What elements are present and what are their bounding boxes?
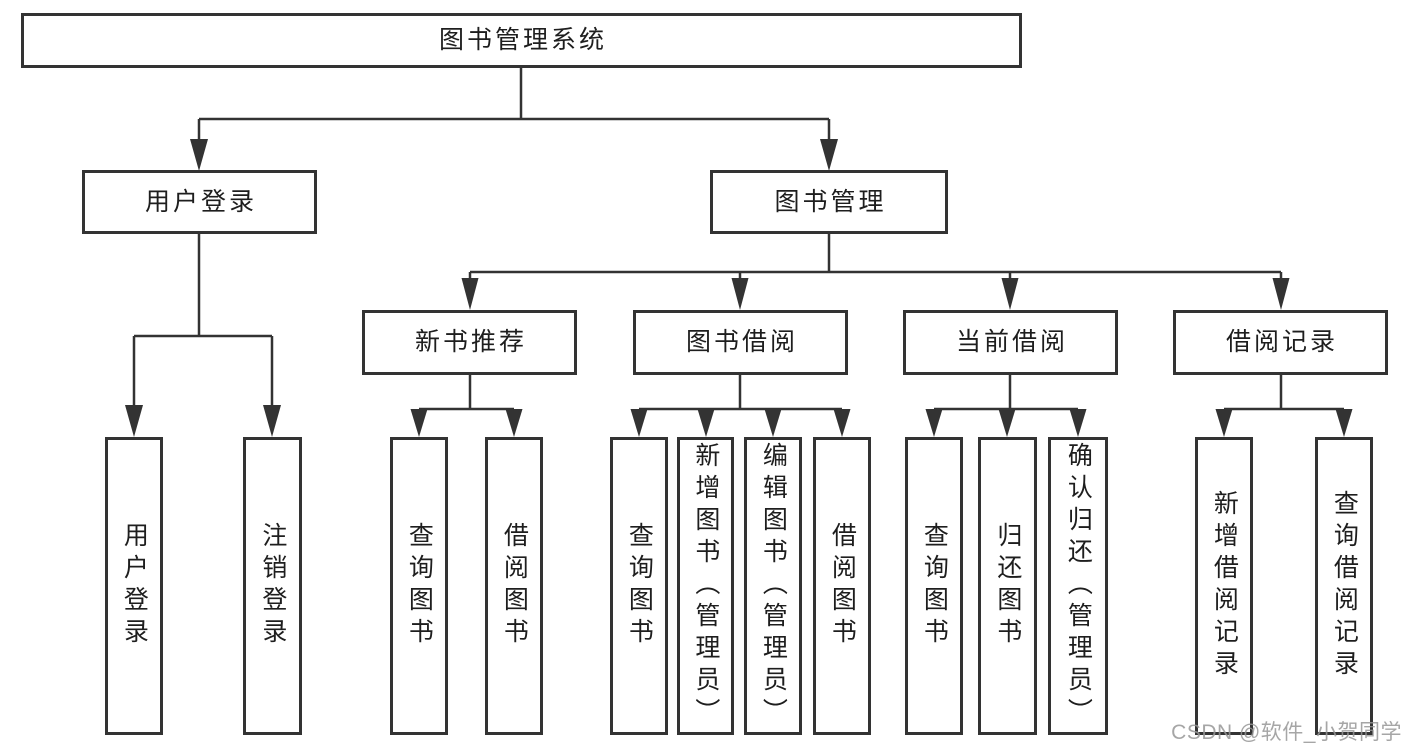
leaf-borrow-books-recommend: 借阅图书 <box>485 437 543 735</box>
node-root: 图书管理系统 <box>21 13 1022 68</box>
leaf-query-books-borrow: 查询图书 <box>610 437 668 735</box>
wire-root <box>197 67 831 142</box>
node-new-book-recommend: 新书推荐 <box>362 310 577 375</box>
leaf-confirm-return-admin-label: 确认归还（管理员） <box>1064 442 1093 730</box>
leaf-query-books-recommend-label: 查询图书 <box>405 522 434 650</box>
node-user-login: 用户登录 <box>82 170 317 234</box>
leaf-query-books-recommend: 查询图书 <box>390 437 448 735</box>
wire-current <box>934 375 1078 411</box>
node-root-label: 图书管理系统 <box>438 26 607 54</box>
leaf-query-borrow-record: 查询借阅记录 <box>1315 437 1373 735</box>
leaf-add-borrow-record: 新增借阅记录 <box>1195 437 1253 735</box>
leaf-add-borrow-record-label: 新增借阅记录 <box>1210 490 1239 682</box>
node-book-management: 图书管理 <box>710 170 948 234</box>
leaf-borrow-books-recommend-label: 借阅图书 <box>500 522 529 650</box>
leaf-add-books-admin-label: 新增图书（管理员） <box>691 442 720 730</box>
wire-book-mgmt <box>468 233 1283 282</box>
node-new-book-recommend-label: 新书推荐 <box>414 328 527 356</box>
arrowheads <box>125 139 1353 437</box>
leaf-logout: 注销登录 <box>243 437 302 735</box>
wire-new-book <box>419 375 514 411</box>
leaf-query-books-current-label: 查询图书 <box>920 522 949 650</box>
wire-user-login <box>132 233 274 410</box>
node-book-management-label: 图书管理 <box>774 187 887 216</box>
csdn-watermark: CSDN @软件_小贺同学 <box>1171 721 1402 744</box>
leaf-query-books-borrow-label: 查询图书 <box>625 522 654 650</box>
leaf-edit-books-admin: 编辑图书（管理员） <box>744 437 802 735</box>
wire-borrow <box>639 375 842 411</box>
node-borrowing-records: 借阅记录 <box>1173 310 1388 375</box>
leaf-confirm-return-admin: 确认归还（管理员） <box>1048 437 1108 735</box>
node-user-login-label: 用户登录 <box>144 187 257 216</box>
leaf-borrow-books-label: 借阅图书 <box>828 522 857 650</box>
leaf-logout-label: 注销登录 <box>258 522 287 650</box>
leaf-return-books-label: 归还图书 <box>993 522 1022 650</box>
node-current-borrowing-label: 当前借阅 <box>955 328 1068 356</box>
node-current-borrowing: 当前借阅 <box>903 310 1118 375</box>
leaf-edit-books-admin-label: 编辑图书（管理员） <box>759 442 788 730</box>
leaf-query-books-current: 查询图书 <box>905 437 963 735</box>
leaf-add-books-admin: 新增图书（管理员） <box>677 437 734 735</box>
leaf-return-books: 归还图书 <box>978 437 1037 735</box>
node-book-borrowing-label: 图书借阅 <box>685 328 798 356</box>
leaf-user-login-label: 用户登录 <box>120 522 149 650</box>
wire-records <box>1224 375 1344 411</box>
leaf-query-borrow-record-label: 查询借阅记录 <box>1330 490 1359 682</box>
node-borrowing-records-label: 借阅记录 <box>1225 328 1338 356</box>
leaf-borrow-books: 借阅图书 <box>813 437 871 735</box>
leaf-user-login: 用户登录 <box>105 437 163 735</box>
node-book-borrowing: 图书借阅 <box>633 310 848 375</box>
